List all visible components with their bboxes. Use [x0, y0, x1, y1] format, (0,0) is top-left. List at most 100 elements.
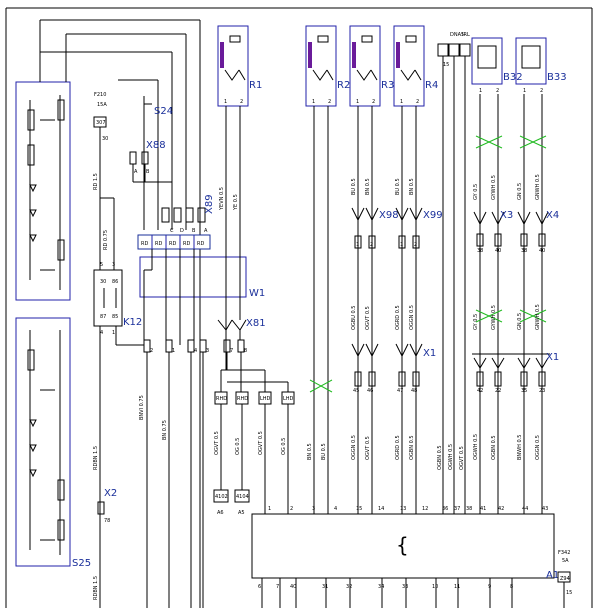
b32-label: B32 [503, 72, 523, 83]
b33-label: B33 [547, 72, 567, 83]
r1-label: R1 [249, 80, 262, 91]
a1-pin: 13 [400, 506, 406, 512]
wire-label-bu05-r2: BU 0.5 [321, 443, 327, 460]
green-twist-markers [475, 135, 547, 323]
a1-pin: 37 [454, 506, 460, 512]
svg-text:307: 307 [96, 120, 106, 126]
r3-pin: 2 [372, 99, 375, 105]
wire-label-bn05-r3: BN 0.5 [365, 178, 371, 195]
x4-pin: 40 [539, 248, 545, 254]
w1-label: W1 [249, 288, 265, 299]
rhd-label: RHD [237, 396, 248, 402]
x81-pin: 3 [206, 348, 209, 354]
s25-label: S25 [72, 558, 91, 569]
a1-pin: 12 [422, 506, 428, 512]
a1-pin: 15 [356, 506, 362, 512]
x89-pin-bottom: RD [197, 241, 204, 247]
x81-down-wires [146, 352, 289, 608]
resistor-r1: 1 2 [217, 25, 249, 370]
lhd-label: LHD [283, 396, 294, 402]
control-module-a1: { [251, 513, 555, 608]
fuse-f210-rating: 15A [97, 102, 107, 108]
x99-pin: 2 [414, 242, 417, 248]
wire-label-ogbn: OGBN 0.5 [409, 435, 415, 460]
x99-pin: 1 [400, 242, 403, 248]
r2-label: R2 [337, 80, 350, 91]
a1-bottom-pin: 8 [510, 584, 513, 590]
top-label-dna5: DNA5 [450, 32, 464, 38]
fuse-f210-pin: 30 [102, 136, 108, 142]
b32-pin: 2 [496, 88, 499, 94]
a1-pin: 43 [542, 506, 548, 512]
wire-label-ogvt-a: OGVT 0.5 [214, 431, 220, 455]
x89-pin: A [204, 228, 208, 234]
k12-pin: 1 [112, 330, 115, 336]
connector-x3: 38 40 [473, 211, 505, 254]
x98-label: X98 [379, 210, 399, 221]
feed-wires [39, 19, 201, 608]
a1-bottom-pins: 6 7 40 31 32 34 33 10 11 9 8 [258, 584, 513, 590]
wire-label-bu05-r3: BU 0.5 [351, 178, 357, 195]
x1-label-right: X1 [546, 352, 559, 363]
wire-label-rd15: RD 1.5 [93, 173, 99, 190]
a1-pin: 44 [522, 506, 528, 512]
x99-label: X99 [423, 210, 443, 221]
wire-label-gy-b: GY 0.5 [473, 314, 479, 330]
wire-label-ogvt-e: OGVT 0.5 [459, 446, 465, 470]
sensor-b32: 1 2 [471, 37, 503, 514]
wire-label-gywh: GYWH 0.5 [491, 175, 497, 200]
wire-label-ogbn-b: OGBN 0.5 [437, 445, 443, 470]
wire-label-rd075: RD 0.75 [103, 230, 109, 250]
connector-x98: 1 2 [351, 207, 379, 249]
a1-pin: 38 [466, 506, 472, 512]
relay-k12: 5 3 30 86 87 85 4 1 [93, 262, 123, 336]
svg-text:A: A [134, 169, 138, 175]
wire-label-bu05-r4: BU 0.5 [395, 178, 401, 195]
fuse-f342-label: F342 [558, 550, 570, 556]
k12-pin: 86 [112, 279, 118, 285]
x98-pin: 2 [370, 242, 373, 248]
x1-pin: 46 [367, 388, 373, 394]
connector-x4: 38 40 [517, 211, 549, 254]
b33-pin: 1 [523, 88, 526, 94]
r1-pin: 2 [240, 99, 243, 105]
wire-label-gnwh: GNWH 0.5 [535, 174, 541, 200]
a1-pin: 3 [312, 506, 315, 512]
x89-pin-bottom: RD [183, 241, 190, 247]
x89-pin: C [170, 228, 174, 234]
a1-bottom-pin: 33 [402, 584, 408, 590]
a1-bottom-pin: 6 [258, 584, 261, 590]
a1-label: A1 [546, 570, 559, 581]
x2-pin: 78 [104, 518, 110, 524]
x81-pin: 7 [230, 348, 233, 354]
a1-pin: 42 [498, 506, 504, 512]
x81-label: X81 [246, 318, 266, 329]
x89-label: X89 [204, 194, 215, 214]
connector-x81: 2 1 4 3 7 8 [143, 319, 247, 354]
r4-label: R4 [425, 80, 438, 91]
frame-lines [5, 7, 593, 608]
s24-label: S24 [154, 106, 173, 117]
fuse-f342: F342 5A Z94 15 [557, 550, 572, 608]
wire-label-ogvt-b: OGVT 0.5 [258, 431, 264, 455]
lhd-label: LHD [260, 396, 271, 402]
a1-bottom-pin: 9 [488, 584, 491, 590]
x98-pin: 1 [356, 242, 359, 248]
w1-box [139, 256, 247, 298]
wire-label-oggn-c: OGGN 0.5 [535, 435, 541, 460]
wire-label-gywh-b: GYWH 0.5 [491, 305, 497, 330]
r2-pin: 2 [328, 99, 331, 105]
x1-right-pin: 35 [521, 388, 527, 394]
x2-label: X2 [104, 488, 117, 499]
wire-label-ogbn-c: OGBN 0.5 [491, 435, 497, 460]
a1-symbol: { [396, 533, 409, 557]
top-label-15: 15 [443, 62, 449, 68]
connector-x89: C D B A RD RD RD RD RD [137, 207, 211, 250]
fuse-f210-label: F210 [94, 92, 106, 98]
fuse-f342-box: Z94 [560, 576, 570, 582]
x2-pin-box [97, 501, 105, 515]
a1-pin: 36 [442, 506, 448, 512]
x1-right-pin: 42 [477, 388, 483, 394]
wire-label-bnwh: BNWH 0.5 [517, 435, 523, 460]
